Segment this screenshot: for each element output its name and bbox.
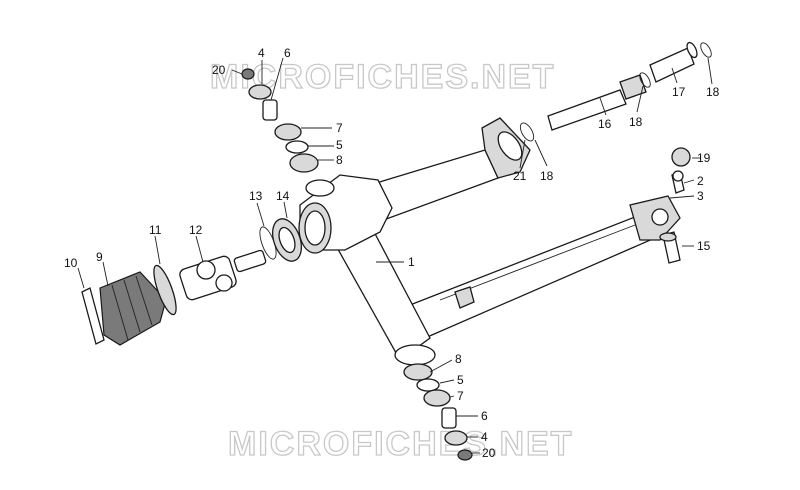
- callout-18-left: 18: [540, 169, 554, 183]
- callout-20-upper: 20: [212, 63, 226, 77]
- right-fork-parts: [659, 147, 691, 264]
- leader-lines: [77, 57, 713, 454]
- callout-2: 2: [697, 174, 704, 188]
- callout-14: 14: [276, 189, 290, 203]
- callout-17: 17: [672, 85, 686, 99]
- callout-18-middle: 18: [629, 115, 643, 129]
- callout-19: 19: [697, 151, 711, 165]
- callout-18-right: 18: [706, 85, 720, 99]
- callout-5-upper: 5: [336, 138, 343, 152]
- callout-10: 10: [64, 256, 78, 270]
- callout-16: 16: [598, 117, 612, 131]
- callout-20-lower: 20: [482, 446, 496, 460]
- callout-15: 15: [697, 239, 711, 253]
- watermark-bottom: MICROFICHES.NET: [228, 425, 573, 463]
- callout-8-upper: 8: [336, 153, 343, 167]
- callout-9: 9: [96, 250, 103, 264]
- callout-6-upper: 6: [284, 46, 291, 60]
- callout-11: 11: [149, 223, 162, 237]
- right-shaft-parts: [519, 41, 712, 142]
- lower-pivot-stack: [403, 363, 473, 461]
- callout-7-upper: 7: [336, 121, 343, 135]
- callout-4-lower: 4: [481, 430, 488, 444]
- callout-12: 12: [189, 223, 203, 237]
- callout-1: 1: [408, 255, 415, 269]
- swingarm-frame: [298, 117, 681, 366]
- callout-8-lower: 8: [455, 352, 462, 366]
- callout-21: 21: [513, 169, 527, 183]
- left-drive-parts: [81, 218, 302, 346]
- callout-5-lower: 5: [457, 373, 464, 387]
- callout-4-upper: 4: [258, 46, 265, 60]
- callout-7-lower: 7: [457, 389, 464, 403]
- callout-3: 3: [697, 189, 704, 203]
- callout-6-lower: 6: [481, 409, 488, 423]
- callout-13: 13: [249, 189, 263, 203]
- callout-labels: 1 2 3 4 6 20 7 5 8 8 5 7 6 4 20 10 9 11 …: [64, 46, 720, 460]
